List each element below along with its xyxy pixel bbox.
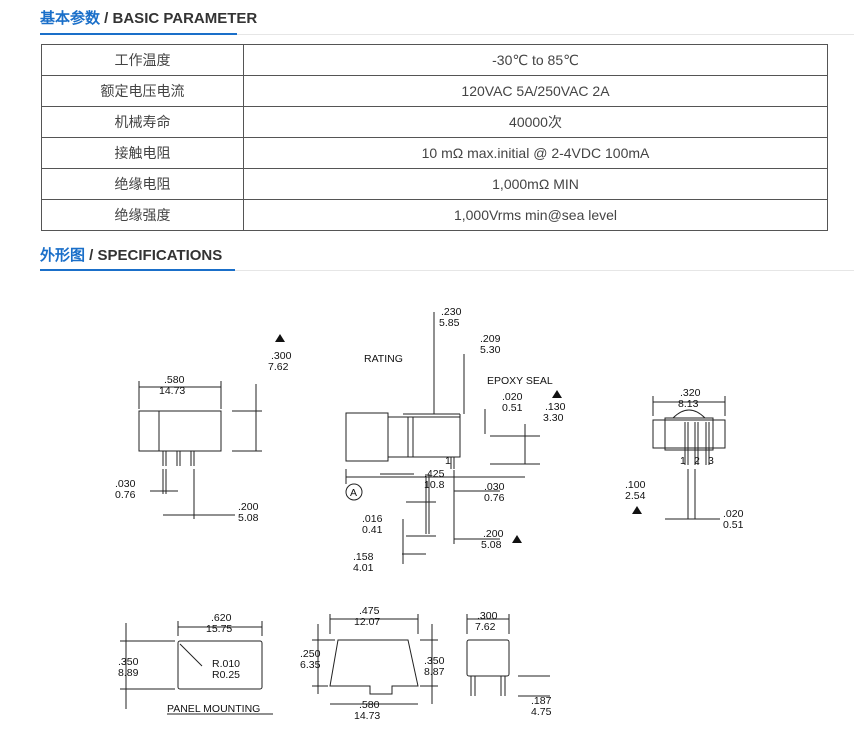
param-value: 120VAC 5A/250VAC 2A xyxy=(243,75,828,107)
dimension-label: 0.41 xyxy=(362,524,383,536)
dimension-label: .030 xyxy=(484,481,505,493)
param-value: 10 mΩ max.initial @ 2-4VDC 100mA xyxy=(243,137,828,169)
param-label: 工作温度 xyxy=(41,44,244,76)
dimension-label: 14.73 xyxy=(354,710,380,722)
dimension-label: 1 xyxy=(445,455,451,467)
dimension-label: R0.25 xyxy=(212,669,240,681)
dimension-label: .350 xyxy=(118,656,139,668)
dimension-label: 6.35 xyxy=(300,659,321,671)
heading-underline xyxy=(40,33,854,35)
triangle-marker-icon xyxy=(552,390,562,398)
dimension-label: 8.87 xyxy=(424,666,445,678)
dimension-label: 0.76 xyxy=(115,489,136,501)
dimension-label: EPOXY SEAL xyxy=(487,375,553,387)
dimension-label: .300 xyxy=(271,350,292,362)
dimension-label: .620 xyxy=(211,612,232,624)
dimension-label: .130 xyxy=(545,401,566,413)
dimension-label: 2.54 xyxy=(625,490,646,502)
dimension-label: .320 xyxy=(680,387,701,399)
dimension-label: 3 xyxy=(708,455,714,467)
dimension-label: RATING xyxy=(364,353,403,365)
panel-mounting-view xyxy=(120,621,273,715)
param-row: 工作温度-30℃ to 85℃ xyxy=(41,44,828,76)
dimension-label: 4.75 xyxy=(531,706,552,718)
dimension-label: .100 xyxy=(625,479,646,491)
dimension-label: .030 xyxy=(115,478,136,490)
dimension-label: 4.01 xyxy=(353,562,374,574)
dimension-label: .187 xyxy=(531,695,552,707)
dimension-label: .425 xyxy=(424,468,445,480)
dimension-label: 7.62 xyxy=(268,361,289,373)
dimension-label: .300 xyxy=(477,610,498,622)
end-view xyxy=(652,396,726,520)
basic-parameter-heading: 基本参数 / BASIC PARAMETER xyxy=(40,10,258,27)
dimension-label: 3.30 xyxy=(543,412,564,424)
specifications-heading: 外形图 / SPECIFICATIONS xyxy=(40,247,223,264)
dimension-label: A xyxy=(350,487,357,499)
dimension-label: 15.75 xyxy=(206,623,232,635)
dimension-label: 0.51 xyxy=(502,402,523,414)
dimension-label: .230 xyxy=(441,306,462,318)
dimension-label: .475 xyxy=(359,605,380,617)
dimension-label: 10.8 xyxy=(424,479,445,491)
param-label: 绝缘强度 xyxy=(41,199,244,231)
dimension-label: .209 xyxy=(480,333,501,345)
dimension-label: 7.62 xyxy=(475,621,496,633)
dimension-label: 5.08 xyxy=(238,512,259,524)
dimension-label: 1 xyxy=(680,455,686,467)
param-value: 40000次 xyxy=(243,106,828,138)
param-value: 1,000mΩ MIN xyxy=(243,168,828,200)
dimension-label: 14.73 xyxy=(159,385,185,397)
dimension-label: 2 xyxy=(694,455,700,467)
dimension-label: .020 xyxy=(723,508,744,520)
dimension-label: 5.30 xyxy=(480,344,501,356)
triangle-marker-icon xyxy=(275,334,285,342)
param-value: 1,000Vrms min@sea level xyxy=(243,199,828,231)
dimension-label: 8.13 xyxy=(678,398,699,410)
dimension-label: .200 xyxy=(483,528,504,540)
dimension-label: 5.08 xyxy=(481,539,502,551)
param-label: 额定电压电流 xyxy=(41,75,244,107)
triangle-marker-icon xyxy=(512,535,522,543)
dimension-label: PANEL MOUNTING xyxy=(167,703,260,715)
front-view xyxy=(138,381,262,519)
heading-underline xyxy=(40,269,854,271)
dimension-label: .020 xyxy=(502,391,523,403)
triangle-marker-icon xyxy=(632,506,642,514)
dimension-label: .350 xyxy=(424,655,445,667)
dimension-label: 12.07 xyxy=(354,616,380,628)
param-label: 接触电阻 xyxy=(41,137,244,169)
side-view xyxy=(345,312,540,564)
param-label: 机械寿命 xyxy=(41,106,244,138)
dimension-label: .250 xyxy=(300,648,321,660)
dimension-label: 8.89 xyxy=(118,667,139,679)
dimension-label: .580 xyxy=(359,699,380,711)
dimension-label: .016 xyxy=(362,513,383,525)
actuator-view xyxy=(312,614,550,705)
dimension-label: 5.85 xyxy=(439,317,460,329)
dimension-label: 0.51 xyxy=(723,519,744,531)
param-value: -30℃ to 85℃ xyxy=(243,44,828,76)
datum-a-circle xyxy=(345,483,363,501)
dimension-label: .580 xyxy=(164,374,185,386)
dimension-label: 0.76 xyxy=(484,492,505,504)
param-label: 绝缘电阻 xyxy=(41,168,244,200)
dimension-label: R.010 xyxy=(212,658,240,670)
dimension-label: .200 xyxy=(238,501,259,513)
dimension-label: .158 xyxy=(353,551,374,563)
